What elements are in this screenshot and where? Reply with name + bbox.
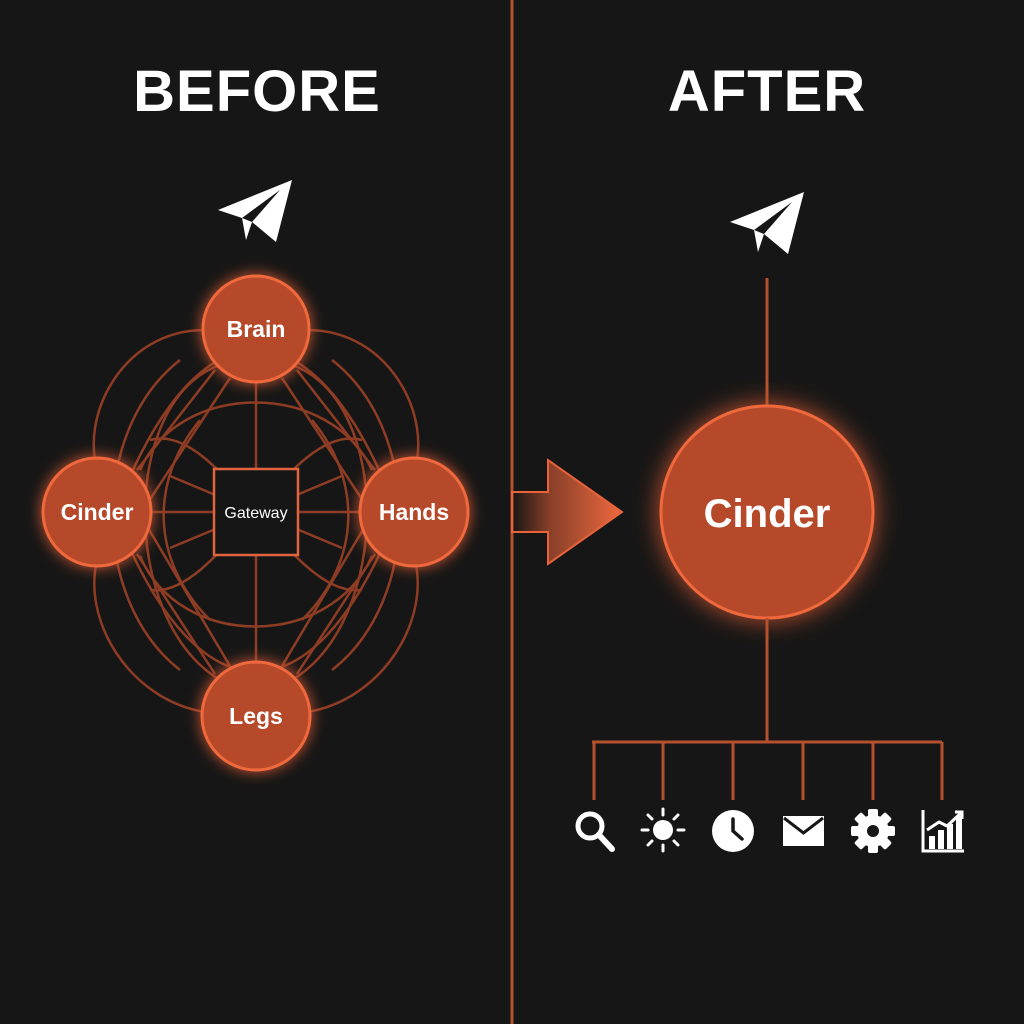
- node-hands: [358, 456, 470, 568]
- after-heading: AFTER: [667, 59, 867, 124]
- node-brain: [201, 274, 311, 384]
- clock-icon: [712, 810, 754, 852]
- paper-plane-icon: [218, 180, 292, 242]
- search-icon: [575, 811, 615, 852]
- node-cinder-label: Cinder: [61, 499, 134, 525]
- transition-arrow: [511, 458, 624, 566]
- sun-icon: [640, 807, 686, 853]
- node-legs: [200, 660, 312, 772]
- tool-tree: [592, 618, 944, 800]
- node-cinder: [41, 456, 153, 568]
- gateway-label: Gateway: [224, 505, 287, 522]
- node-hands-label: Hands: [379, 499, 449, 525]
- node-legs-label: Legs: [229, 703, 283, 729]
- chart-icon: [921, 810, 964, 853]
- after-top-icon: [730, 192, 804, 254]
- after-cinder-label: Cinder: [704, 492, 831, 536]
- node-brain-label: Brain: [227, 316, 286, 342]
- before-top-icon: [218, 180, 292, 242]
- gear-icon: [851, 809, 895, 853]
- before-heading: BEFORE: [133, 59, 381, 124]
- paper-plane-icon: [730, 192, 804, 254]
- mail-icon: [783, 816, 824, 846]
- gateway-box: Gateway: [212, 467, 300, 557]
